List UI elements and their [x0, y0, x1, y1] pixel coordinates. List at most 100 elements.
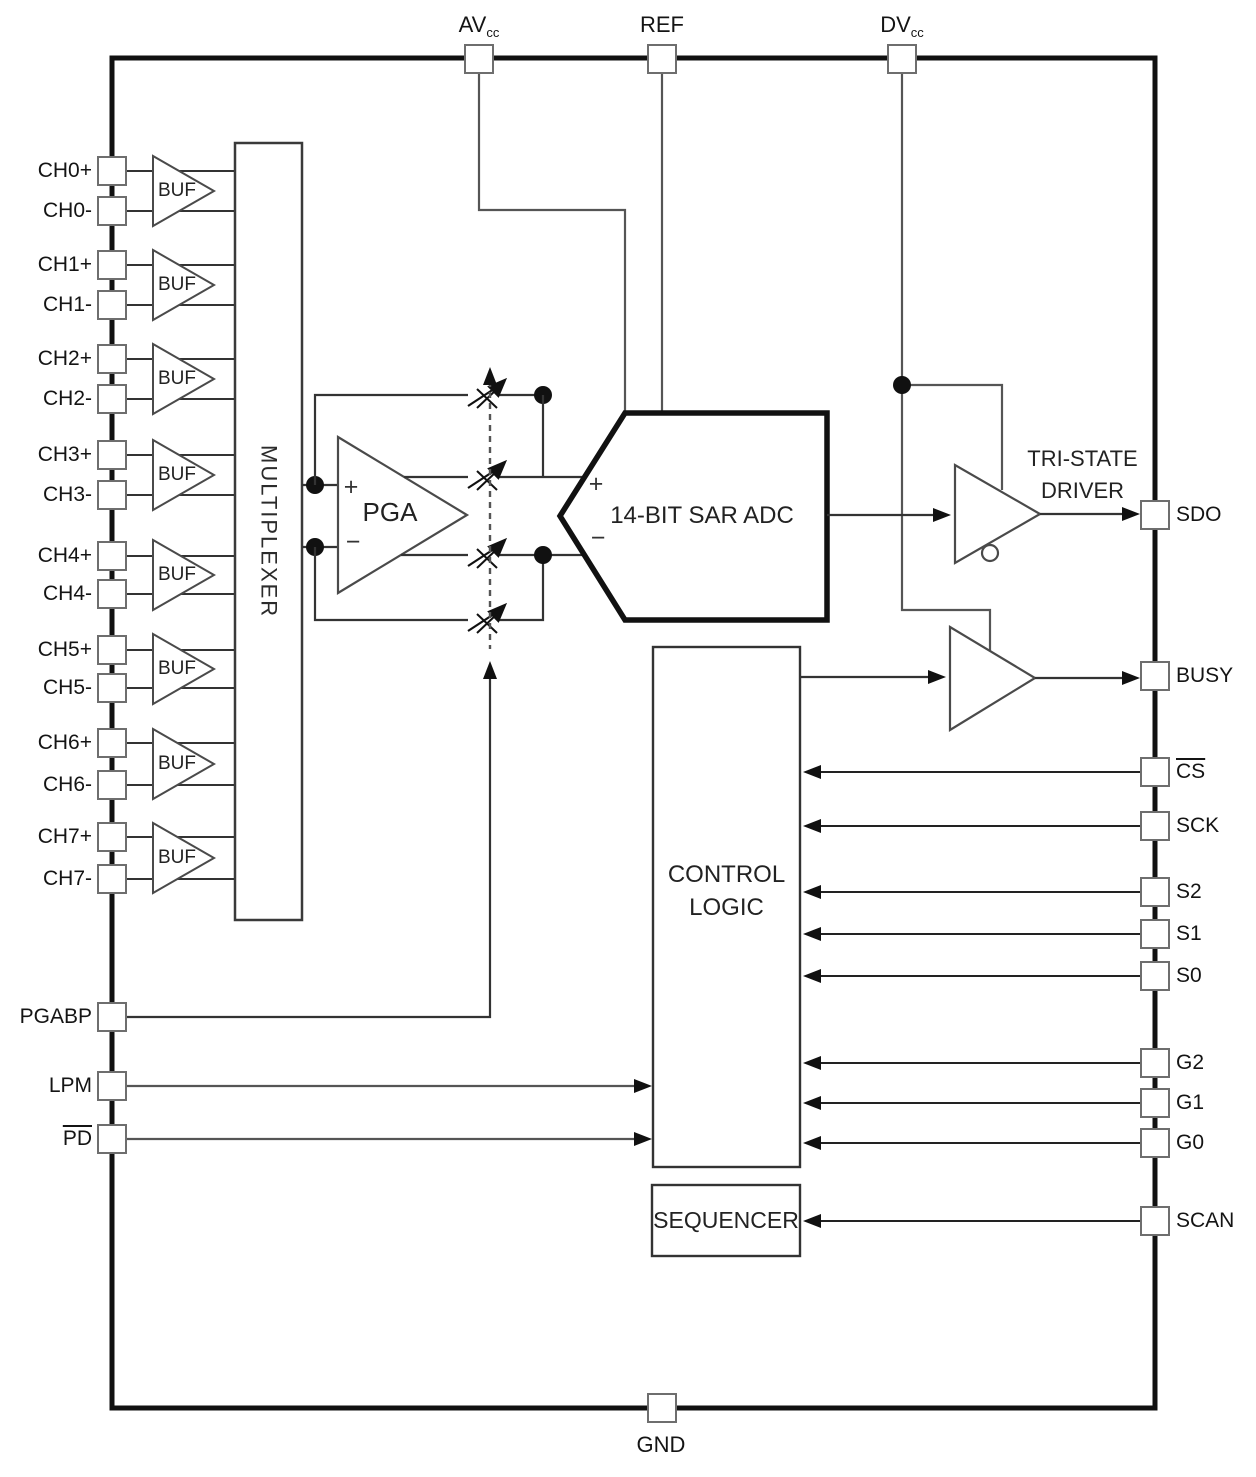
- pin-label-ref: REF: [640, 12, 684, 37]
- buf-label-3: BUF: [158, 464, 196, 485]
- pin-ch4-minus: [97, 579, 127, 609]
- pin-label-dvcc: DVcc: [880, 12, 924, 40]
- tristate-label-line1: TRI-STATE: [1027, 446, 1138, 471]
- buf-label-5: BUF: [158, 658, 196, 679]
- multiplexer-box: [233, 141, 304, 922]
- pin-label-ch2-minus: CH2-: [42, 387, 92, 410]
- pin-label-sdo: SDO: [1176, 503, 1222, 526]
- sequencer-box: [650, 1183, 802, 1258]
- pin-ch1-minus: [97, 290, 127, 320]
- control-logic-label-line1: CONTROL: [667, 861, 786, 888]
- bypass-switches: [467, 377, 508, 634]
- pd-arrow: [634, 1132, 652, 1146]
- busy-arrow: [1122, 671, 1140, 685]
- pin-pgabp: [97, 1002, 127, 1032]
- control-logic-box: [651, 645, 802, 1169]
- pin-ch2-minus: [97, 384, 127, 414]
- pin-gnd: [647, 1393, 677, 1423]
- pin-label-ch0-plus: CH0+: [37, 159, 92, 182]
- pin-label-ch4-plus: CH4+: [37, 544, 92, 567]
- busy-driver-triangle: [948, 625, 1038, 732]
- pin-avcc: [464, 44, 494, 74]
- pin-ch4-plus: [97, 541, 127, 571]
- pin-label-ch1-plus: CH1+: [37, 253, 92, 276]
- pin-sdo: [1140, 500, 1170, 530]
- pin-label-s1: S1: [1176, 922, 1202, 945]
- bypass-top-left: [313, 393, 468, 485]
- sequencer-label: SEQUENCER: [653, 1207, 799, 1233]
- pin-label-ch5-plus: CH5+: [37, 638, 92, 661]
- pin-label-ch0-minus: CH0-: [42, 199, 92, 222]
- adc-plus-mark: +: [588, 470, 604, 498]
- sdo-arrow: [1122, 507, 1140, 521]
- pin-busy: [1140, 661, 1170, 691]
- pgabp-route: [127, 667, 492, 1019]
- pin-sck: [1140, 811, 1170, 841]
- busy-drive-arrow: [928, 670, 946, 684]
- pin-label-ch7-plus: CH7+: [37, 825, 92, 848]
- pin-ch7-minus: [97, 864, 127, 894]
- pin-label-ch4-minus: CH4-: [42, 582, 92, 605]
- tristate-enable-bubble: [980, 543, 1000, 563]
- pin-label-g0: G0: [1176, 1131, 1205, 1154]
- pin-label-avcc: AVcc: [458, 12, 500, 40]
- pin-ch1-plus: [97, 250, 127, 280]
- pin-dvcc: [887, 44, 917, 74]
- pin-label-ch2-plus: CH2+: [37, 347, 92, 370]
- pin-g1: [1140, 1088, 1170, 1118]
- pin-ch7-plus: [97, 822, 127, 852]
- pin-label-ch3-plus: CH3+: [37, 443, 92, 466]
- pin-label-s0: S0: [1176, 964, 1202, 987]
- bypass-bottom-right: [497, 555, 545, 622]
- pin-g0: [1140, 1128, 1170, 1158]
- buf-label-2: BUF: [158, 368, 196, 389]
- junction-dot-bypass-bottom: [534, 546, 552, 564]
- pin-lpm: [97, 1071, 127, 1101]
- pin-label-s2: S2: [1176, 880, 1202, 903]
- pin-ch6-minus: [97, 770, 127, 800]
- pgabp-arrow-up: [483, 661, 497, 679]
- pin-label-pd: PD: [62, 1127, 92, 1150]
- buf-label-7: BUF: [158, 847, 196, 868]
- tristate-driver-triangle: [953, 463, 1043, 565]
- pin-label-ch6-plus: CH6+: [37, 731, 92, 754]
- pin-label-ch6-minus: CH6-: [42, 773, 92, 796]
- sar-adc-shape: [556, 410, 830, 623]
- pin-g2: [1140, 1048, 1170, 1078]
- pin-ch3-plus: [97, 440, 127, 470]
- control-logic-label-line2: LOGIC: [689, 894, 764, 921]
- pin-ref: [647, 44, 677, 74]
- pin-label-ch7-minus: CH7-: [42, 867, 92, 890]
- pin-label-pgabp: PGABP: [19, 1005, 92, 1028]
- pga-plus-mark: +: [343, 473, 359, 501]
- pin-label-g1: G1: [1176, 1091, 1205, 1114]
- control-input-arrows: [803, 765, 821, 1228]
- pin-label-gnd: GND: [636, 1432, 686, 1457]
- pin-ch5-minus: [97, 673, 127, 703]
- pin-label-sck: SCK: [1176, 814, 1220, 837]
- control-input-wires: [812, 771, 1141, 1222]
- pin-label-busy: BUSY: [1176, 664, 1234, 687]
- avcc-route: [477, 74, 627, 412]
- pin-ch0-plus: [97, 156, 127, 186]
- buf-label-1: BUF: [158, 274, 196, 295]
- pin-label-lpm: LPM: [48, 1074, 92, 1097]
- pin-ch5-plus: [97, 635, 127, 665]
- pin-ch2-plus: [97, 344, 127, 374]
- buf-label-0: BUF: [158, 180, 196, 201]
- pga-minus-mark: −: [345, 528, 361, 556]
- adc-output-arrow: [933, 508, 951, 522]
- pin-label-ch3-minus: CH3-: [42, 483, 92, 506]
- buf-label-4: BUF: [158, 564, 196, 585]
- dashed-line-arrow-up: [483, 367, 497, 385]
- pin-pd: [97, 1124, 127, 1154]
- adc-label: 14-BIT SAR ADC: [610, 502, 794, 529]
- pga-label: PGA: [362, 497, 418, 527]
- pin-s1: [1140, 919, 1170, 949]
- pin-s0: [1140, 961, 1170, 991]
- pin-s2: [1140, 877, 1170, 907]
- bypass-bottom-left: [313, 547, 468, 622]
- dvcc-branch-busy: [900, 385, 992, 652]
